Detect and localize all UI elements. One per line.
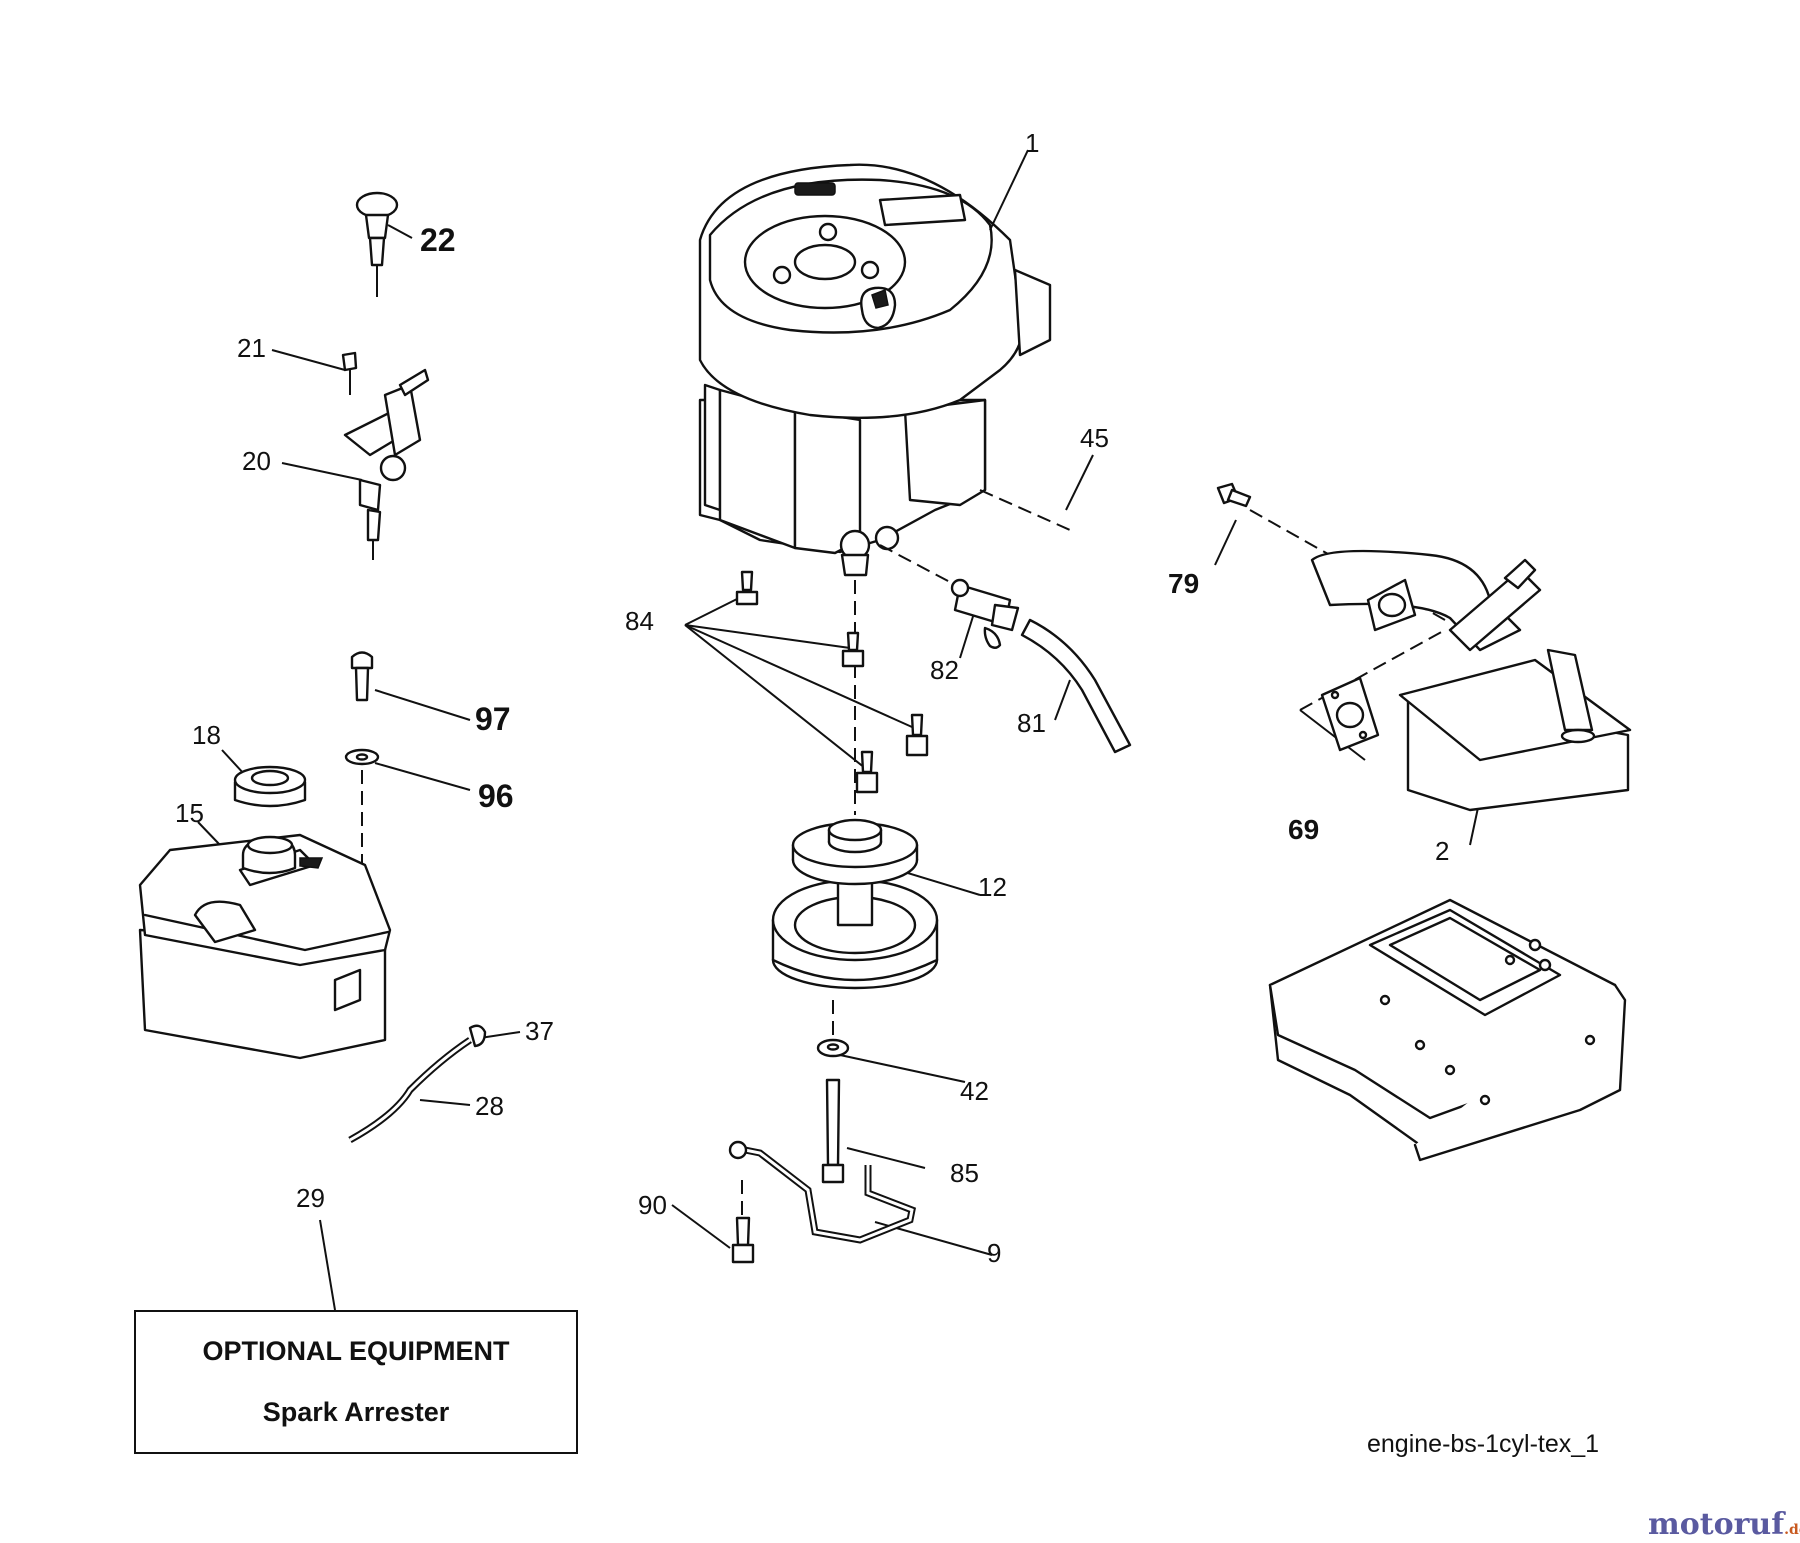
muffler-bolt-illustration: [1216, 482, 1252, 508]
brand-watermark: motoruf.de: [1648, 1507, 1800, 1542]
callout-85[interactable]: 85: [950, 1158, 979, 1188]
callout-21[interactable]: 21: [237, 333, 266, 363]
callout-22[interactable]: 22: [420, 222, 456, 258]
callout-20[interactable]: 20: [242, 446, 271, 476]
optional-equipment-box: OPTIONAL EQUIPMENT Spark Arrester: [134, 1310, 578, 1454]
callout-96[interactable]: 96: [478, 778, 514, 814]
watermark-brand: motoruf: [1648, 1507, 1785, 1542]
callout-69[interactable]: 69: [1288, 814, 1320, 845]
callout-42[interactable]: 42: [960, 1076, 989, 1106]
callout-37[interactable]: 37: [525, 1016, 554, 1046]
fuel-cap-illustration: [233, 765, 307, 808]
optional-equipment-item: Spark Arrester: [262, 1397, 450, 1427]
callout-82[interactable]: 82: [930, 655, 959, 685]
callout-79[interactable]: 79: [1168, 568, 1200, 599]
choke-knob-illustration: [355, 191, 399, 297]
callout-28[interactable]: 28: [475, 1091, 504, 1121]
callout-97[interactable]: 97: [475, 701, 511, 737]
callout-18[interactable]: 18: [192, 720, 221, 750]
engine-mount-plate-illustration: [1268, 898, 1627, 1162]
fuel-line-illustration: [348, 1024, 487, 1144]
callout-90[interactable]: 90: [638, 1190, 667, 1220]
fuel-tank-illustration: [138, 833, 392, 1060]
callout-2[interactable]: 2: [1435, 836, 1450, 866]
engine-illustration: [698, 163, 1052, 577]
exhaust-gasket-illustration: [1320, 676, 1380, 752]
pulley-bolt-illustration: [816, 1038, 850, 1184]
callout-84[interactable]: 84: [625, 606, 654, 636]
oil-drain-fitting-illustration: [950, 578, 1132, 754]
engine-pulley-illustration: [771, 818, 939, 990]
engine-mount-bolts-illustration: [735, 570, 929, 794]
callout-45[interactable]: 45: [1080, 423, 1109, 453]
callout-1[interactable]: 1: [1025, 128, 1040, 158]
optional-equipment-title: OPTIONAL EQUIPMENT: [202, 1336, 510, 1366]
callout-12[interactable]: 12: [978, 872, 1007, 902]
heat-shield-bracket-illustration: [728, 1140, 917, 1264]
throttle-control-illustration: [341, 351, 430, 560]
callout-9[interactable]: 9: [987, 1238, 1002, 1268]
watermark-suffix: .de: [1784, 1522, 1800, 1538]
callout-29[interactable]: 29: [296, 1183, 325, 1213]
callout-15[interactable]: 15: [175, 798, 204, 828]
muffler-illustration: [1310, 549, 1632, 812]
tank-screw-illustration: [344, 651, 380, 766]
callout-81[interactable]: 81: [1017, 708, 1046, 738]
diagram-identifier: engine-bs-1cyl-tex_1: [1367, 1430, 1600, 1458]
